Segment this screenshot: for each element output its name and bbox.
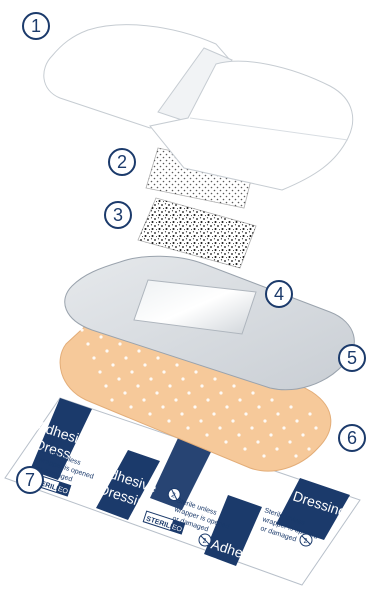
perforation-hole [143,363,146,366]
perforation-hole [251,391,254,394]
perforation-hole [148,412,151,415]
perforation-hole [243,447,246,450]
perforation-hole [308,412,311,415]
perforation-hole [256,440,259,443]
callout-7: 7 [16,466,44,494]
perforation-hole [231,419,234,422]
perforation-hole [301,433,304,436]
perforation-hole [110,398,113,401]
perforation-hole [205,433,208,436]
perforation-hole [282,426,285,429]
perforation-hole [270,398,273,401]
perforation-hole [237,433,240,436]
perforation-hole [168,384,171,387]
callout-5: 5 [338,344,366,372]
perforation-hole [155,391,158,394]
perforation-hole [174,398,177,401]
perforation-hole [289,405,292,408]
perforation-hole [117,377,120,380]
callout-4: 4 [265,280,293,308]
perforation-hole [257,405,260,408]
perforation-hole [212,412,215,415]
callout-3: 3 [104,201,132,229]
callout-2: 2 [108,148,136,176]
perforation-hole [186,426,189,429]
perforation-hole [250,426,253,429]
perforation-hole [206,398,209,401]
perforation-hole [262,454,265,457]
perforation-hole [180,412,183,415]
perforation-hole [263,419,266,422]
no-reuse-symbol-2: 2 [199,534,211,546]
perforation-hole [194,370,197,373]
perforation-hole [294,454,297,457]
callout-1: 1 [22,12,50,40]
perforation-hole [199,419,202,422]
perforation-hole [181,377,184,380]
perforation-hole [288,440,291,443]
perforation-hole [167,419,170,422]
callout-6: 6 [338,424,366,452]
perforation-hole [156,356,159,359]
perforation-hole [175,363,178,366]
perforation-hole [162,370,165,373]
perforation-hole [200,384,203,387]
perforation-hole [224,440,227,443]
perforation-hole [86,342,89,345]
perforation-hole [129,405,132,408]
perforation-hole [118,342,121,345]
perforation-hole [232,384,235,387]
perforation-hole [92,356,95,359]
perforation-hole [218,426,221,429]
perforation-hole [149,377,152,380]
perforation-hole [142,398,145,401]
perforation-hole [219,391,222,394]
perforation-hole [295,419,298,422]
perforation-hole [269,433,272,436]
no-reuse-symbol-3: 2 [300,534,312,546]
layer-release-liner [44,25,353,190]
perforation-hole [276,412,279,415]
perforation-hole [307,447,310,450]
perforation-hole [104,384,107,387]
perforation-hole [187,391,190,394]
svg-text:2: 2 [304,538,308,545]
perforation-hole [99,335,102,338]
svg-text:2: 2 [203,538,207,545]
perforation-hole [123,391,126,394]
perforation-hole [161,405,164,408]
perforation-hole [136,384,139,387]
perforation-hole [238,398,241,401]
perforation-hole [225,405,228,408]
perforation-hole [193,405,196,408]
perforation-hole [80,328,83,331]
perforation-hole [130,370,133,373]
perforation-hole [98,370,101,373]
perforation-hole [213,377,216,380]
perforation-hole [111,363,114,366]
perforation-hole [314,426,317,429]
perforation-hole [275,447,278,450]
perforation-hole [244,412,247,415]
perforation-hole [105,349,108,352]
perforation-hole [124,356,127,359]
perforation-hole [137,349,140,352]
